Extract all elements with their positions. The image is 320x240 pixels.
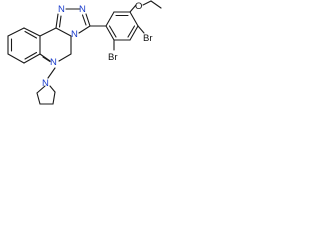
- structure-canvas: N N N N N O Br Br: [0, 0, 164, 124]
- triazole-ring: [55, 8, 91, 34]
- atom-oxygen: O: [135, 1, 142, 12]
- atom-bromine-lower: Br: [108, 52, 118, 63]
- ethoxy-group: [129, 0, 162, 13]
- central-ring: [39, 27, 72, 63]
- atom-n-bridgehead: N: [71, 29, 78, 40]
- atom-n-ring-lower: N: [50, 57, 57, 68]
- pyrrolidine-ring: [36, 67, 56, 105]
- br-upper-bond: [137, 25, 145, 34]
- benzene-ring-right: [105, 11, 139, 41]
- atom-n-top-left: N: [58, 4, 65, 15]
- benzene-ring-left: [7, 27, 41, 64]
- atom-bromine-upper: Br: [143, 33, 153, 44]
- atom-n-top-right: N: [79, 4, 86, 15]
- molecule-drawing: N N N N N O Br Br: [7, 0, 162, 105]
- atom-n-pyrrolidine: N: [42, 78, 49, 89]
